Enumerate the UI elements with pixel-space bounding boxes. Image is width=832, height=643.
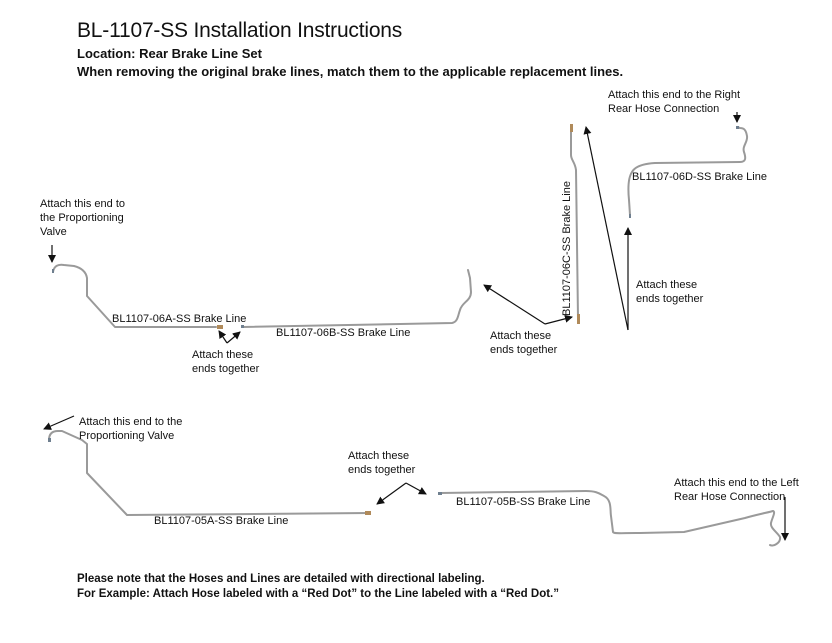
callout-ends-together-1: Attach these ends together bbox=[192, 349, 260, 375]
fitting bbox=[365, 511, 371, 515]
fitting bbox=[736, 126, 739, 129]
arrow-icon bbox=[43, 415, 75, 430]
line-label-06c: BL1107-06C-SS Brake Line bbox=[561, 181, 573, 316]
arrow-icon bbox=[544, 314, 573, 325]
location-subtitle: Location: Rear Brake Line Set bbox=[77, 46, 262, 61]
callout-ends-together-2: Attach these ends together bbox=[490, 330, 558, 356]
arrow-icon bbox=[376, 482, 407, 505]
arrow-icon bbox=[226, 331, 241, 344]
arrow-icon bbox=[483, 284, 546, 325]
fitting bbox=[52, 269, 54, 273]
callout-ends-together-3: Attach these ends together bbox=[636, 279, 704, 305]
line-05a bbox=[48, 430, 371, 516]
line-label-06a: BL1107-06A-SS Brake Line bbox=[112, 313, 247, 325]
instruction-subtitle: When removing the original brake lines, … bbox=[77, 64, 624, 79]
callout-ends-together-4: Attach these ends together bbox=[348, 450, 416, 476]
arrow-icon bbox=[218, 330, 228, 344]
line-06c bbox=[570, 126, 579, 319]
callout-proportioning-valve-top: Attach this end to the Proportioning Val… bbox=[40, 198, 125, 238]
fitting bbox=[217, 325, 223, 329]
note-red-dot-example: For Example: Attach Hose labeled with a … bbox=[77, 588, 559, 600]
line-label-05b: BL1107-05B-SS Brake Line bbox=[456, 496, 591, 508]
line-label-05a: BL1107-05A-SS Brake Line bbox=[154, 515, 289, 527]
line-label-06d: BL1107-06D-SS Brake Line bbox=[632, 171, 767, 183]
fitting bbox=[577, 314, 580, 324]
callout-right-rear-hose: Attach this end to the Right Rear Hose C… bbox=[608, 89, 741, 115]
arrow-icon bbox=[405, 482, 427, 495]
fitting bbox=[48, 438, 51, 442]
fitting bbox=[241, 325, 244, 328]
line-05b bbox=[440, 490, 782, 547]
line-label-06b: BL1107-06B-SS Brake Line bbox=[276, 327, 411, 339]
callout-proportioning-valve-bottom: Attach this end to the Proportioning Val… bbox=[79, 416, 183, 442]
fitting bbox=[629, 214, 631, 218]
line-06a bbox=[52, 263, 217, 328]
arrow-icon bbox=[583, 126, 629, 331]
line-06b bbox=[242, 269, 472, 328]
fitting bbox=[438, 492, 442, 495]
line-06d bbox=[627, 126, 749, 216]
fitting bbox=[570, 124, 573, 132]
callout-left-rear-hose: Attach this end to the Left Rear Hose Co… bbox=[674, 477, 799, 503]
note-directional-labeling: Please note that the Hoses and Lines are… bbox=[77, 573, 485, 585]
page-title: BL-1107-SS Installation Instructions bbox=[77, 19, 403, 42]
